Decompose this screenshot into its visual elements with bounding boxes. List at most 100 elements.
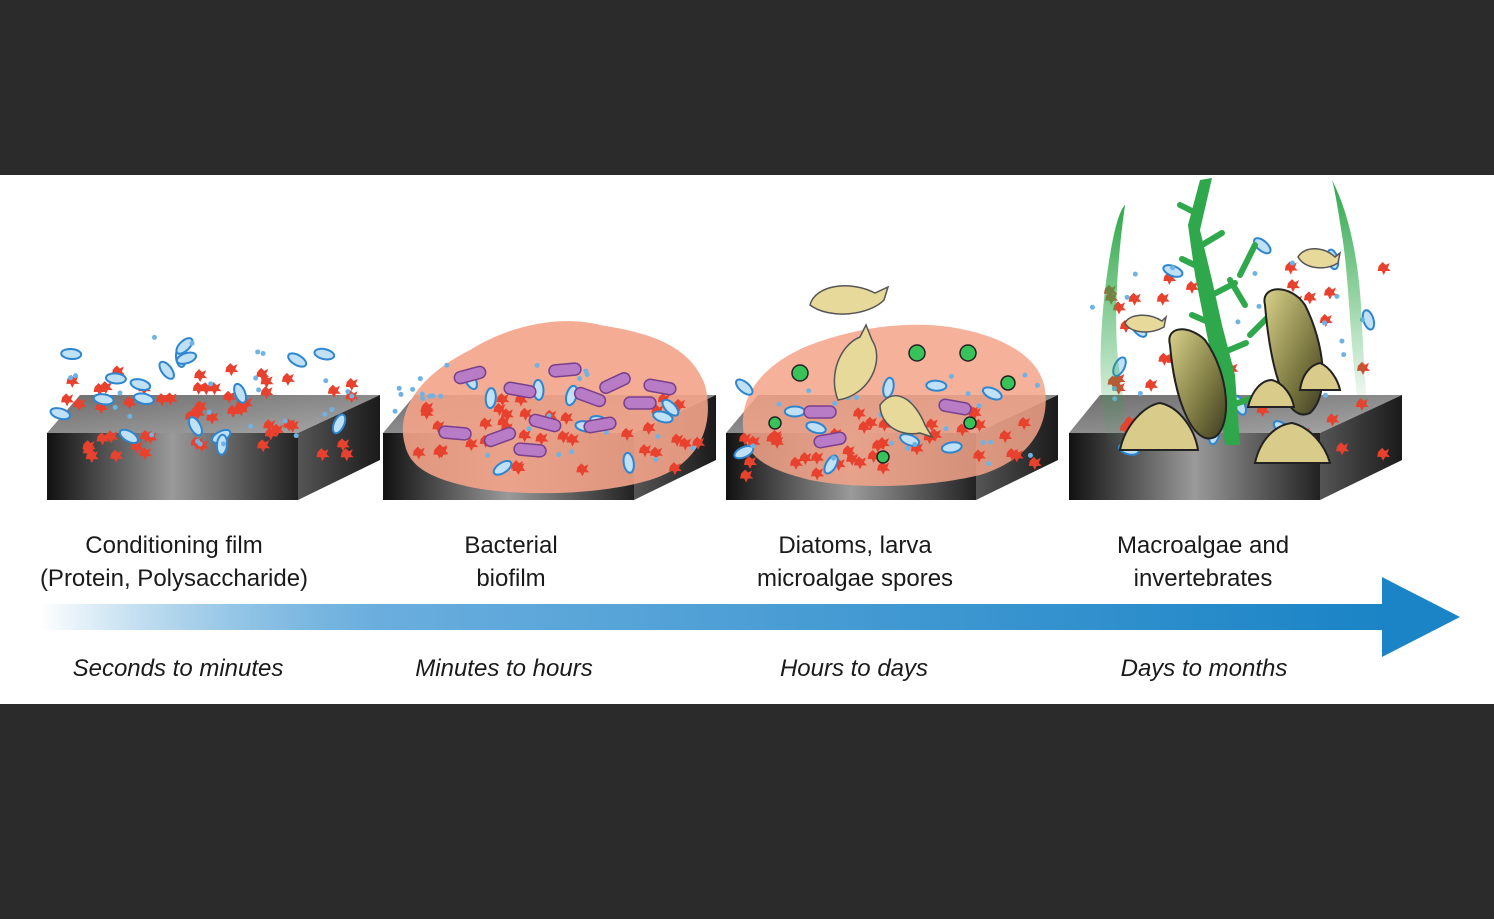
water-droplet [427,393,433,399]
bacterium [583,416,617,434]
water-droplet [806,388,812,394]
water-droplet [68,375,74,381]
water-droplet [485,452,491,458]
protein-molecule [496,393,510,407]
protein-molecule [925,418,939,432]
polysaccharide-molecule [129,378,152,391]
polysaccharide-molecule [661,398,680,417]
larvae [809,248,1342,439]
protein-molecule [535,432,549,446]
polysaccharide-molecule [49,407,71,421]
protein-molecule [766,432,780,446]
water-droplet [282,418,288,424]
protein-molecule [650,446,664,460]
water-droplet [197,441,203,447]
diatom-cells [768,344,1016,464]
bacterium [938,398,972,416]
protein-molecule [1336,442,1350,456]
protein-molecule [257,439,271,453]
protein-molecule [642,421,656,435]
protein-molecule [82,444,96,458]
water-droplet [943,426,949,432]
protein-molecule [497,416,511,430]
protein-molecule [194,369,208,383]
bacterium [438,425,472,441]
water-droplet [392,408,398,414]
water-droplet [444,362,450,368]
water-droplet [323,378,329,384]
bacterium [483,426,517,448]
water-droplet [1137,390,1143,396]
protein-molecule [679,437,693,451]
protein-molecule [1158,352,1172,366]
protein-molecule [968,406,982,420]
water-droplet [1256,303,1262,309]
polysaccharide-molecule [287,352,308,368]
protein-molecule [692,436,706,450]
figure-panel: Conditioning film (Protein, Polysacchari… [0,175,1494,704]
water-droplet [912,441,918,447]
water-droplet [905,445,911,451]
bacterium [503,381,537,399]
protein-molecule [877,437,891,451]
protein-molecule [73,398,87,412]
polysaccharide-molecule [882,376,895,399]
timeline-arrow [40,577,1460,657]
water-droplet [417,376,423,382]
protein-molecule [740,469,754,483]
protein-molecule [281,372,295,386]
water-droplet [1132,271,1138,277]
protein-molecule [871,439,885,453]
protein-molecule [61,393,75,407]
polysaccharide-molecule [484,387,497,410]
stage-label-macro: Macroalgae and invertebrates [1116,532,1290,592]
protein-molecule [566,433,580,447]
protein-molecule [434,444,448,458]
water-droplet [655,433,661,439]
water-droplet [398,391,404,397]
polysaccharide-molecule [60,347,83,361]
water-droplet [438,393,444,399]
protein-molecule [1145,378,1159,392]
protein-molecule [747,435,761,449]
water-droplet [73,373,79,379]
protein-molecule [858,420,872,434]
water-droplet [1034,382,1040,388]
protein-molecule [316,448,330,462]
water-droplet [583,368,589,374]
polysaccharide-molecule [981,386,1003,401]
protein-molecule [256,367,270,381]
protein-molecule [739,432,753,446]
water-droplet [988,439,994,445]
bacteria-cells [438,362,972,458]
water-droplet [221,441,227,447]
water-droplet [653,457,659,463]
protein-molecule [877,461,891,475]
polysaccharide-molecule [175,351,198,365]
stage-label-conditioning: Conditioning film (Protein, Polysacchari… [39,532,309,592]
polysaccharide-molecule [175,337,194,355]
protein-molecule [110,449,124,463]
protein-molecule [973,449,987,463]
protein-molecule [260,386,274,400]
water-droplet [750,443,756,449]
protein-molecule [576,463,590,477]
polysaccharide-molecule [158,360,175,380]
protein-molecule [799,451,813,465]
water-droplet [965,391,971,397]
water-droplet [569,449,575,455]
protein-molecule [111,365,125,379]
water-droplet [149,432,155,438]
protein-molecule [194,400,208,414]
water-droplet [253,375,259,381]
protein-molecule [1284,261,1298,275]
protein-molecule [327,384,341,398]
water-droplet [976,403,982,409]
water-droplet [889,440,895,446]
protein-molecule [164,392,178,406]
protein-molecule [929,428,943,442]
bacterium [813,431,847,449]
protein-molecule [225,363,239,377]
water-droplet [853,394,859,400]
protein-molecule [493,402,507,416]
